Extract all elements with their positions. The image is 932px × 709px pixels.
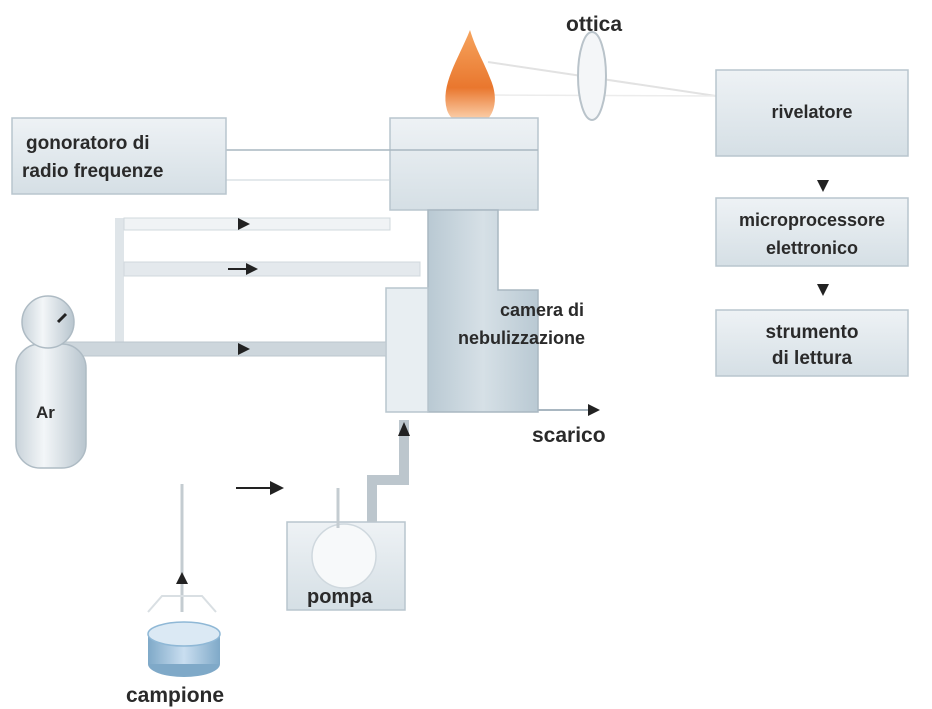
optics-lens xyxy=(577,31,607,121)
label-scarico: scarico xyxy=(532,424,606,447)
gas-tube-outer xyxy=(123,217,391,231)
pump-to-nebulizer-tube xyxy=(367,420,409,522)
arrow-to-nebulizer xyxy=(398,422,410,436)
pressure-gauge-icon xyxy=(21,295,75,349)
label-camera-1: camera di xyxy=(500,300,584,320)
detector-box xyxy=(715,69,909,157)
arrow-aux-gas xyxy=(246,263,258,275)
gauge-needle xyxy=(56,312,68,324)
arrow-detector-to-processor xyxy=(817,180,829,192)
arrow-processor-to-readout xyxy=(817,284,829,296)
rf-generator-box xyxy=(11,117,227,195)
arrow-to-pump xyxy=(270,481,284,495)
label-argon: Ar xyxy=(36,403,55,422)
torch-box xyxy=(389,117,539,211)
label-microprocessore-2: elettronico xyxy=(766,238,858,258)
label-ottica: ottica xyxy=(566,13,622,36)
microprocessor-box xyxy=(715,197,909,267)
sample-support xyxy=(147,595,217,613)
label-pompa: pompa xyxy=(307,586,373,608)
label-campione: campione xyxy=(126,684,224,707)
arrow-sample-up xyxy=(176,572,188,584)
label-strumento-1: strumento xyxy=(766,322,859,343)
label-rivelatore: rivelatore xyxy=(771,102,852,122)
label-generator-1: gonoratoro di xyxy=(26,133,149,154)
gas-tube-aux xyxy=(123,261,421,277)
label-strumento-2: di lettura xyxy=(772,348,853,369)
arrow-outer-gas xyxy=(238,218,250,230)
nebulizer xyxy=(385,287,429,413)
pump-rotor-icon xyxy=(311,523,377,589)
drain-arrow xyxy=(588,404,600,416)
readout-box xyxy=(715,309,909,377)
label-generator-2: radio frequenze xyxy=(22,161,163,182)
gas-tube-carrier xyxy=(43,341,387,357)
label-microprocessore-1: microprocessore xyxy=(739,210,885,230)
plasma-flame xyxy=(445,30,495,127)
gas-manifold-vertical xyxy=(115,218,124,344)
label-camera-2: nebulizzazione xyxy=(458,328,585,348)
arrow-carrier-gas xyxy=(238,343,250,355)
sample-vessel-top xyxy=(147,621,221,647)
